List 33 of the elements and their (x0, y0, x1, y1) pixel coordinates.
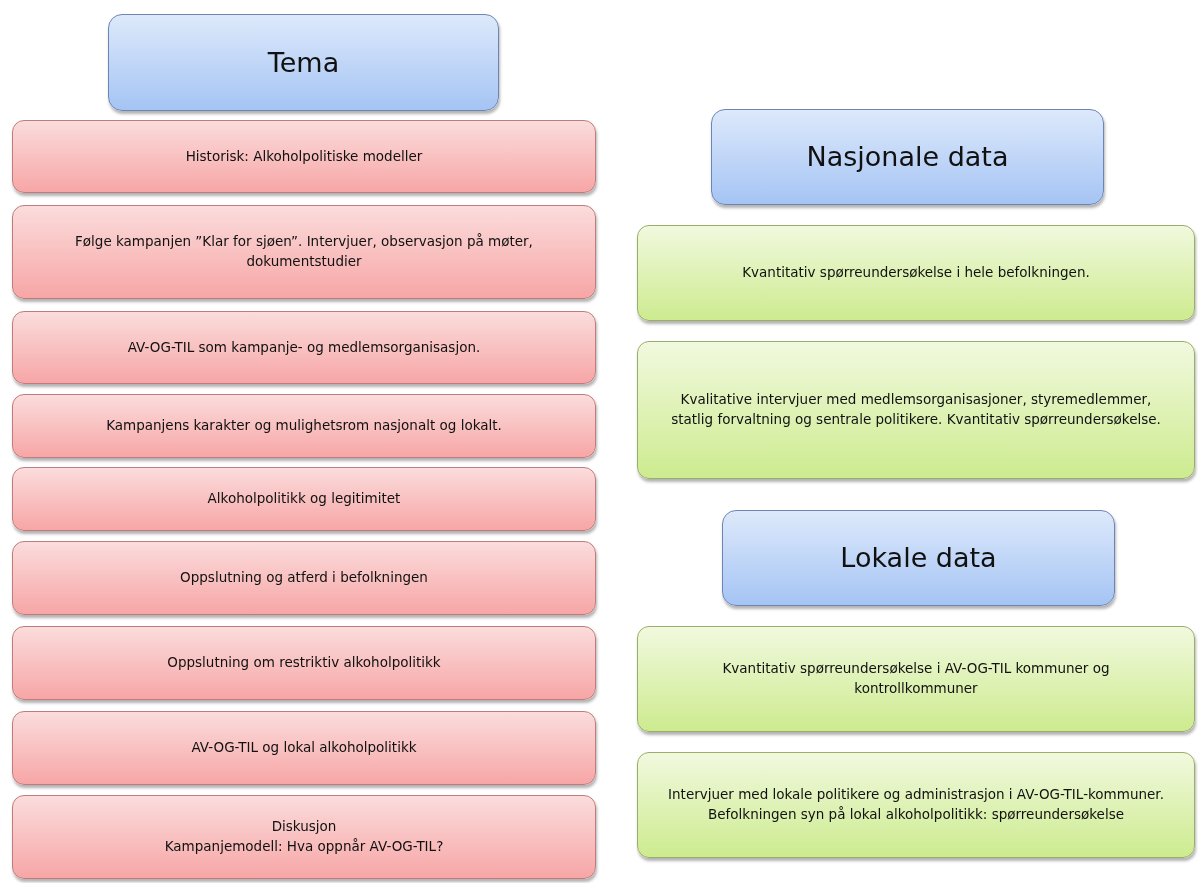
box-text: Alkoholpolitikk og legitimitet (207, 489, 401, 509)
topic-box (12, 120, 596, 193)
box-text: Diskusjon (271, 817, 337, 837)
topic-box (12, 205, 596, 299)
heading-text: Nasjonale data (806, 140, 1009, 175)
topic-box (12, 394, 596, 458)
topic-box (12, 311, 596, 384)
topic-box (12, 795, 596, 879)
box-text: AV-OG-TIL og lokal alkoholpolitikk (191, 738, 417, 758)
topic-box (12, 711, 596, 785)
box-text: Kvalitative intervjuer med medlemsorganisasjoner, styremedlemmer, statlig forvaltning og sentrale politikere. Kvantitativ spørreundersøkelse. (670, 390, 1162, 429)
topic-box (12, 626, 596, 700)
box-text: Kampanjens karakter og mulighetsrom nasjonalt og lokalt. (106, 416, 502, 436)
topic-box (12, 467, 596, 531)
box-text: Kvantitativ spørreundersøkelse i hele befolkningen. (742, 263, 1090, 283)
heading-box (108, 14, 499, 111)
box-text: Kampanjemodell: Hva oppnår AV-OG-TIL? (164, 837, 444, 856)
box-text: Kvantitativ spørreundersøkelse i AV-OG-TIL kommuner og kontrollkommuner (721, 659, 1111, 698)
box-text: Intervjuer med lokale politikere og administrasjon i AV-OG-TIL-kommuner. Befolkningen syn på lokal alkoholpolitikk: spørreundersøkelse (667, 785, 1165, 824)
heading-text: Tema (267, 45, 340, 80)
data-box (637, 225, 1195, 321)
box-text: Oppslutning om restriktiv alkoholpolitikk (167, 653, 441, 673)
data-box (637, 341, 1195, 479)
topic-box (12, 541, 596, 615)
heading-box (722, 510, 1115, 606)
box-text: Følge kampanjen ”Klar for sjøen”. Intervjuer, observasjon på møter, dokumentstudier (74, 232, 534, 271)
box-text: Historisk: Alkoholpolitiske modeller (185, 146, 423, 166)
box-text: Oppslutning og atferd i befolkningen (180, 568, 428, 588)
box-text: AV-OG-TIL som kampanje- og medlemsorganisasjon. (127, 337, 481, 357)
data-box (637, 752, 1195, 858)
heading-box (711, 109, 1104, 205)
data-box (637, 626, 1195, 732)
heading-text: Lokale data (840, 541, 997, 576)
